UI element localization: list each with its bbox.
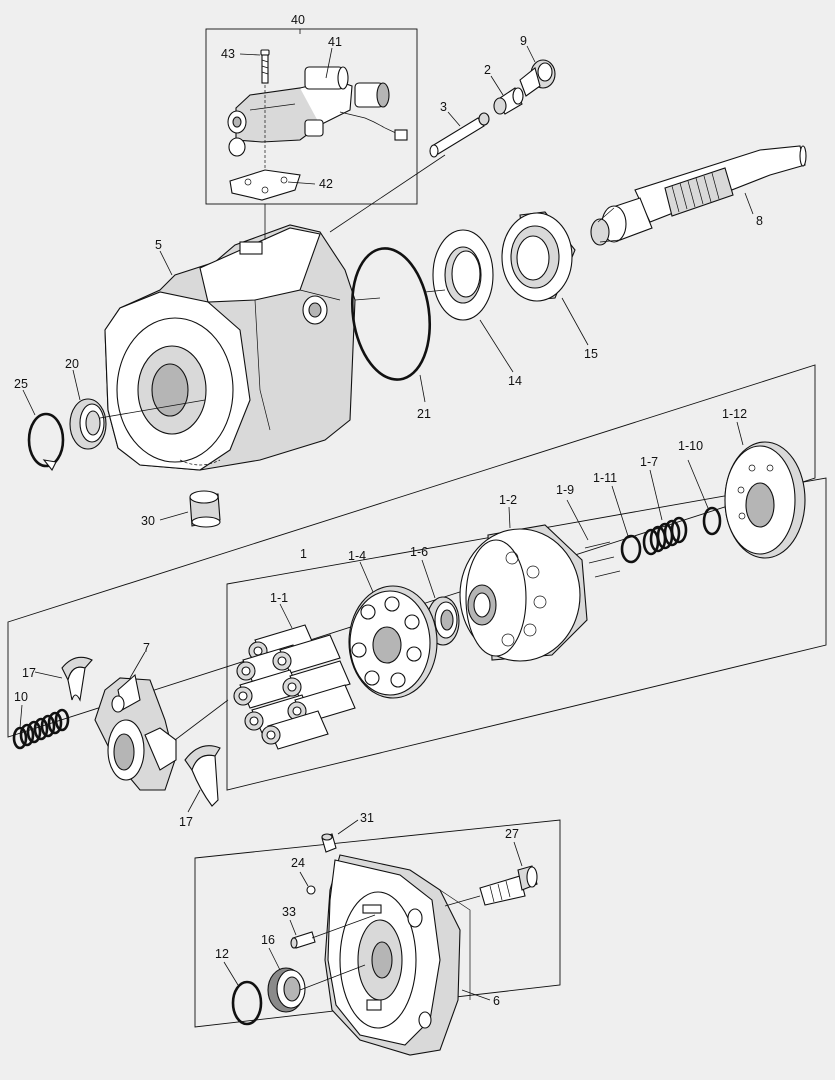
pump-housing-5 bbox=[104, 224, 356, 471]
circlip-1-10 bbox=[702, 506, 722, 536]
retainer-plate-1-4 bbox=[348, 585, 438, 699]
label-1-7: 1-7 bbox=[640, 455, 658, 469]
label-1: 1 bbox=[300, 547, 307, 561]
control-valve-41 bbox=[227, 66, 408, 157]
label-8: 8 bbox=[756, 214, 763, 228]
label-5: 5 bbox=[155, 238, 162, 252]
frame-6 bbox=[194, 819, 561, 1028]
spring-10 bbox=[12, 708, 70, 750]
label-25: 25 bbox=[14, 377, 28, 391]
label-12: 12 bbox=[215, 947, 229, 961]
label-17-upper: 17 bbox=[22, 666, 36, 680]
o-ring-24 bbox=[306, 885, 316, 895]
label-40: 40 bbox=[291, 13, 305, 27]
screw-43 bbox=[260, 49, 270, 178]
label-15: 15 bbox=[584, 347, 598, 361]
label-16: 16 bbox=[261, 933, 275, 947]
swash-plate-7 bbox=[94, 673, 177, 791]
washer-1-11 bbox=[620, 534, 642, 564]
label-17-lower: 17 bbox=[179, 815, 193, 829]
frame-1-inner bbox=[226, 477, 827, 791]
bushing-2 bbox=[493, 87, 524, 115]
label-31: 31 bbox=[360, 811, 374, 825]
cylinder-block-1-2 bbox=[459, 524, 588, 662]
pins-1-9 bbox=[584, 541, 621, 578]
label-41: 41 bbox=[328, 35, 342, 49]
callout-labels: 40 41 43 42 9 2 3 8 5 21 14 15 25 20 30 … bbox=[14, 13, 763, 1008]
end-cover-6 bbox=[324, 854, 471, 1056]
pistons-1-1 bbox=[233, 624, 356, 750]
label-33: 33 bbox=[282, 905, 296, 919]
bearing-shell-17-upper bbox=[61, 656, 93, 702]
label-10: 10 bbox=[14, 690, 28, 704]
label-21: 21 bbox=[417, 407, 431, 421]
drive-shaft-8 bbox=[590, 145, 807, 246]
label-7: 7 bbox=[143, 641, 150, 655]
gasket-42 bbox=[229, 169, 301, 201]
label-1-9: 1-9 bbox=[556, 483, 574, 497]
o-ring-21 bbox=[350, 247, 432, 381]
leader-lines bbox=[19, 29, 754, 1001]
bearing-15 bbox=[501, 211, 576, 302]
label-6: 6 bbox=[493, 994, 500, 1008]
circlip-25 bbox=[27, 412, 65, 472]
plug-30 bbox=[189, 490, 221, 528]
label-43: 43 bbox=[221, 47, 235, 61]
label-27: 27 bbox=[505, 827, 519, 841]
frame-1-outer bbox=[7, 364, 816, 738]
shaft-seal-14 bbox=[432, 229, 494, 321]
circlip-12 bbox=[231, 980, 263, 1026]
label-2: 2 bbox=[484, 63, 491, 77]
pin-31 bbox=[321, 833, 337, 853]
bolt-27 bbox=[479, 865, 538, 906]
bearing-16 bbox=[267, 967, 306, 1013]
label-1-1: 1-1 bbox=[270, 591, 288, 605]
bearing-shell-17-lower bbox=[184, 745, 221, 807]
label-14: 14 bbox=[508, 374, 522, 388]
valve-plate-1-12 bbox=[724, 441, 806, 559]
label-1-12: 1-12 bbox=[722, 407, 747, 421]
frame-40 bbox=[205, 28, 418, 205]
pin-3 bbox=[429, 112, 490, 158]
pin-33 bbox=[290, 931, 316, 949]
label-24: 24 bbox=[291, 856, 305, 870]
seal-20 bbox=[69, 398, 107, 450]
label-1-2: 1-2 bbox=[499, 493, 517, 507]
label-1-4: 1-4 bbox=[348, 549, 366, 563]
label-3: 3 bbox=[440, 100, 447, 114]
label-30: 30 bbox=[141, 514, 155, 528]
label-9: 9 bbox=[520, 34, 527, 48]
label-20: 20 bbox=[65, 357, 79, 371]
label-1-10: 1-10 bbox=[678, 439, 703, 453]
label-42: 42 bbox=[319, 177, 333, 191]
plug-9 bbox=[519, 59, 556, 97]
label-1-11: 1-11 bbox=[593, 471, 617, 485]
label-1-6: 1-6 bbox=[410, 545, 428, 559]
spring-1-7 bbox=[642, 516, 688, 556]
